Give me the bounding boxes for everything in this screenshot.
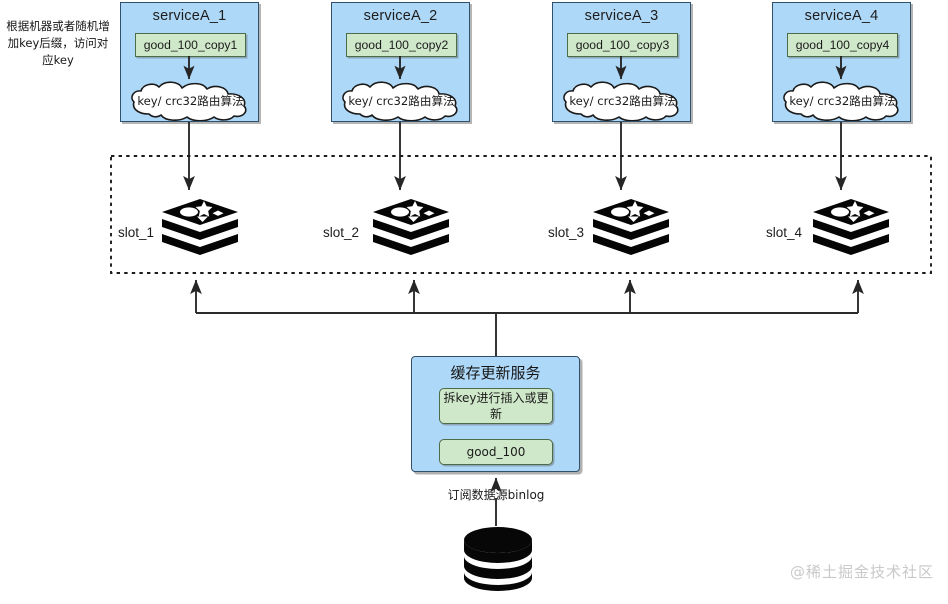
watermark: @稀土掘金技术社区 [789,563,934,581]
service-title: serviceA_4 [804,8,879,24]
service-title: serviceA_2 [363,8,438,24]
routing-cloud-label: key/ crc32路由算法 [137,94,244,108]
cache-update-service-title: 缓存更新服务 [450,364,541,382]
routing-cloud: key/ crc32路由算法 [559,81,686,122]
routing-cloud: key/ crc32路由算法 [127,81,254,122]
service-box-1[interactable]: serviceA_1 good_100_copy1 key/ crc32路由算法 [120,2,259,122]
routing-cloud: key/ crc32路由算法 [338,81,465,122]
cache-step-chip: 拆key进行插入或更新 [439,388,553,424]
cache-key-chip: good_100 [439,439,553,465]
slot-label-3: slot_3 [548,225,585,240]
left-annotation-note: 根据机器或者随机增加key后缀，访问对应key [6,19,110,67]
routing-cloud-label: key/ crc32路由算法 [569,94,676,108]
slot-label-2: slot_2 [323,225,360,240]
database-cylinder-icon [461,526,535,592]
redis-icon-slot-2 [371,197,451,263]
service-copy-key-chip: good_100_copy1 [135,33,246,57]
redis-icon-slot-3 [591,197,671,263]
service-box-4[interactable]: serviceA_4 good_100_copy4 key/ crc32路由算法 [772,2,911,122]
service-to-slot-arrows [183,122,847,191]
service-title: serviceA_1 [152,8,227,24]
cloud-shape-icon [783,81,899,122]
slot-label-1: slot_1 [118,225,155,240]
cache-to-slots-bus [190,279,864,356]
routing-cloud: key/ crc32路由算法 [779,81,906,122]
redis-icon-slot-4 [811,197,891,263]
slot-label-4: slot_4 [766,225,803,240]
service-copy-key-chip: good_100_copy2 [346,33,457,57]
cache-update-service-box[interactable]: 缓存更新服务 拆key进行插入或更新 good_100 [411,356,580,472]
service-box-2[interactable]: serviceA_2 good_100_copy2 key/ crc32路由算法 [331,2,470,122]
redis-icon-slot-1 [160,197,240,263]
service-copy-key-chip: good_100_copy4 [787,33,898,57]
cloud-shape-icon [342,81,458,122]
cloud-shape-icon [563,81,679,122]
service-title: serviceA_3 [584,8,659,24]
cloud-shape-icon [131,81,247,122]
routing-cloud-label: key/ crc32路由算法 [789,94,896,108]
service-copy-key-chip: good_100_copy3 [567,33,678,57]
binlog-subscription-label: 订阅数据源binlog [447,488,545,502]
service-box-3[interactable]: serviceA_3 good_100_copy3 key/ crc32路由算法 [552,2,691,122]
routing-cloud-label: key/ crc32路由算法 [348,94,455,108]
chip-to-cloud-arrows [183,56,847,80]
